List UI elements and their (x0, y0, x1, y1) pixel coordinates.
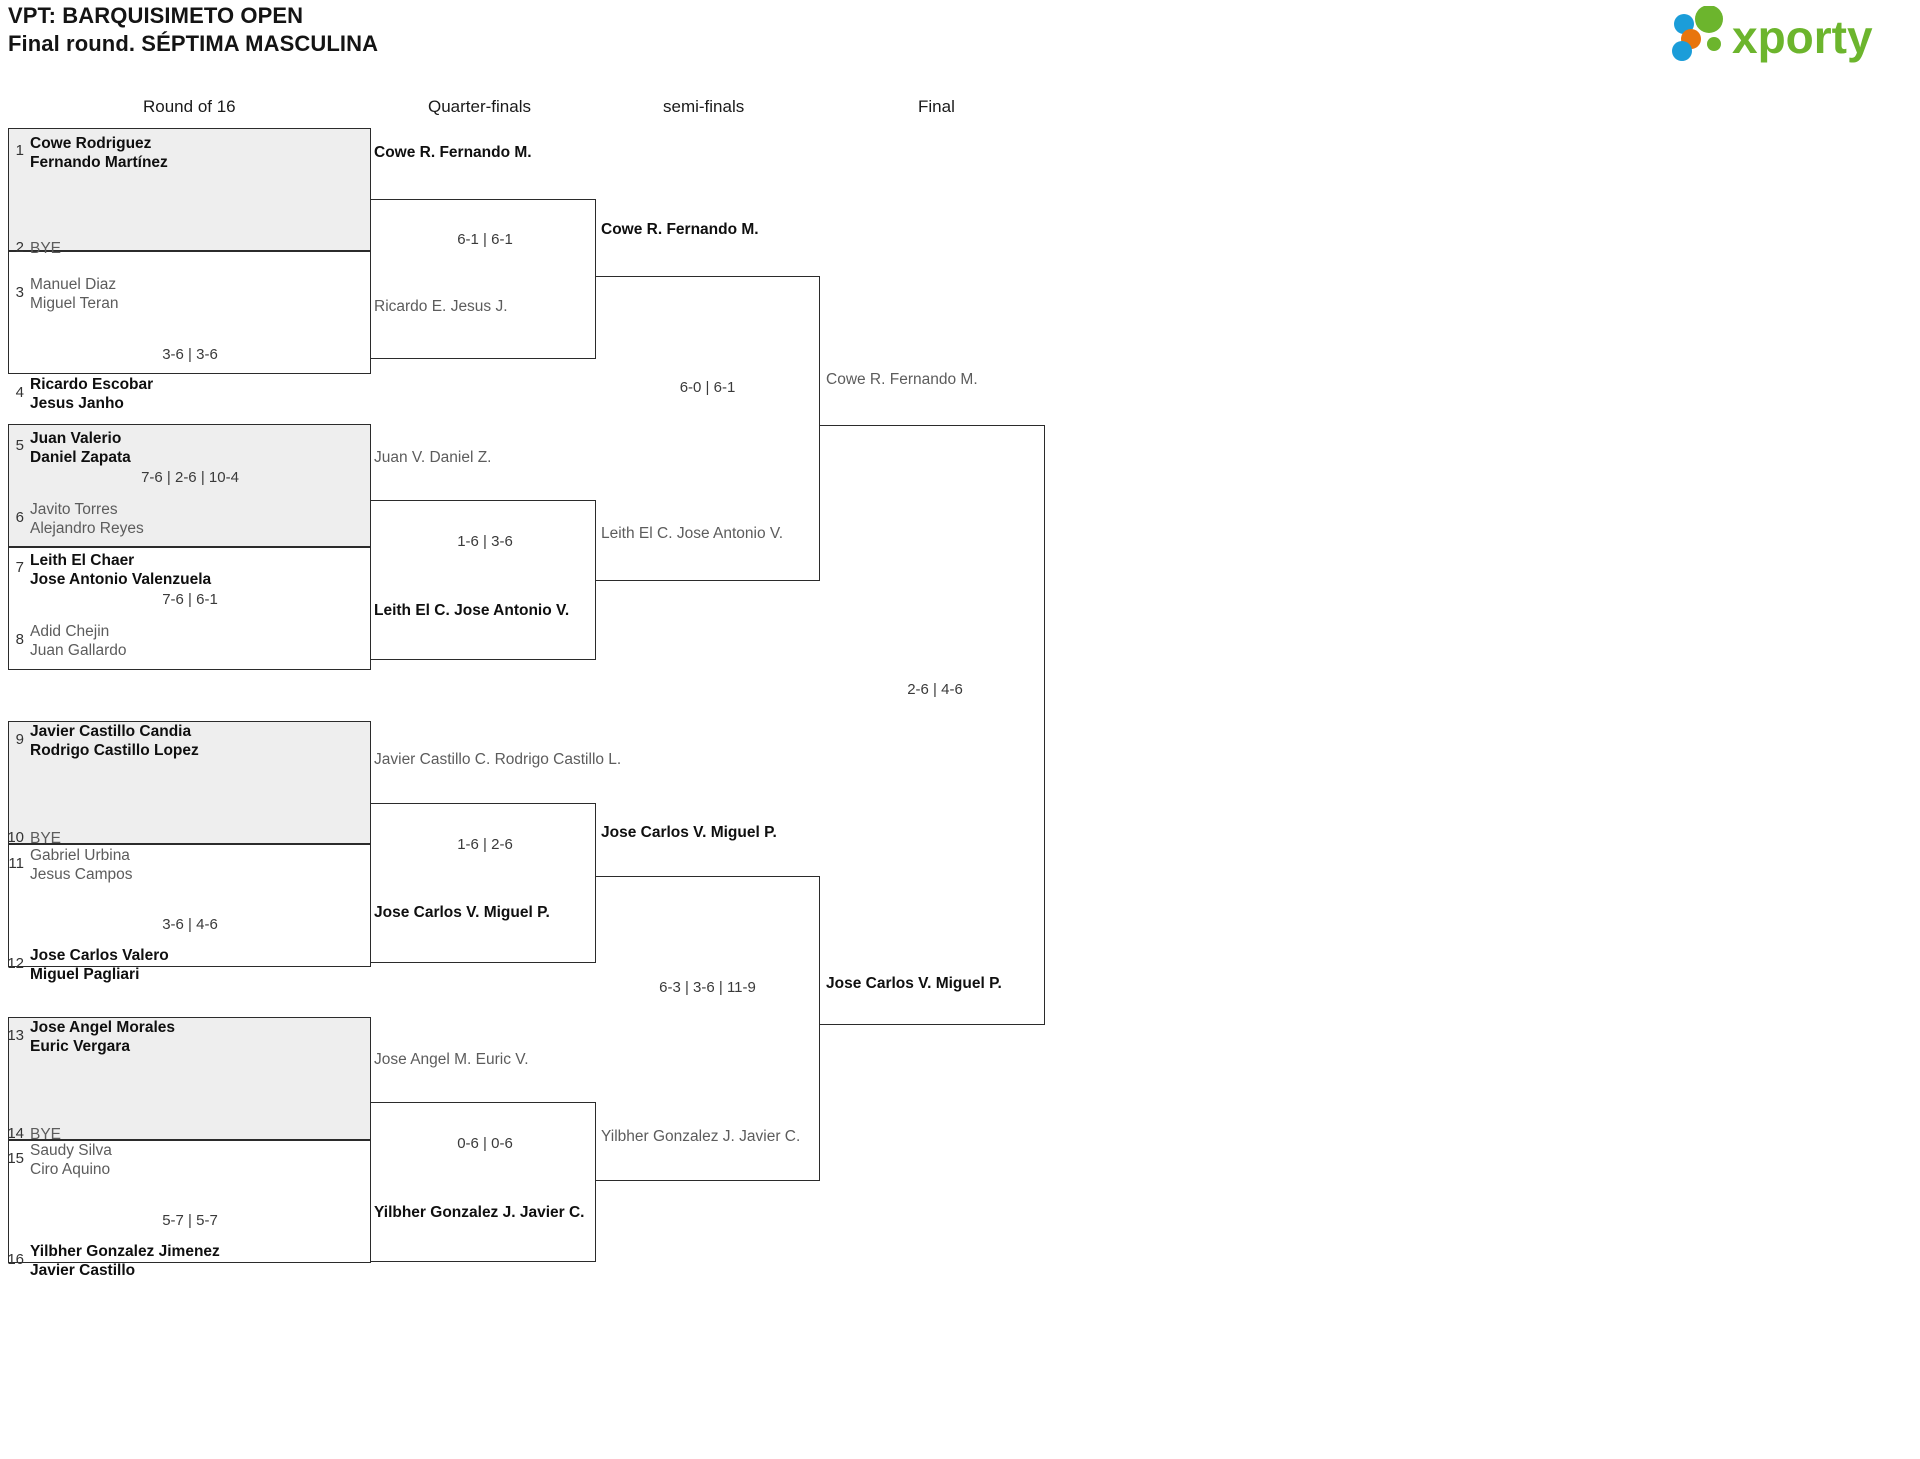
r16-team: Cowe Rodriguez Fernando Martínez (30, 135, 168, 171)
r16-match-box-1[interactable] (8, 128, 371, 251)
r16-seed: 13 (7, 1027, 24, 1044)
qf-connector-4[interactable] (371, 1102, 596, 1262)
r16-score: 3-6 | 4-6 (162, 916, 218, 933)
r16-score: 5-7 | 5-7 (162, 1212, 218, 1229)
r16-bye: BYE (30, 240, 62, 257)
r16-bye: BYE (30, 830, 62, 847)
r16-match-box-3[interactable] (8, 424, 371, 547)
xporty-logo: xporty (1658, 6, 1898, 64)
qf-connector-3[interactable] (371, 803, 596, 963)
sf-team: Yilbher Gonzalez J. Javier C. (601, 1128, 801, 1145)
qf-team: Jose Angel M. Euric V. (374, 1051, 529, 1068)
qf-team: Leith El C. Jose Antonio V. (374, 602, 570, 619)
r16-seed: 7 (15, 559, 24, 576)
round-header-sf: semi-finals (663, 97, 745, 116)
sf-team: Cowe R. Fernando M. (601, 221, 759, 238)
qf-team: Ricardo E. Jesus J. (374, 298, 508, 315)
sf-score: 6-3 | 3-6 | 11-9 (659, 979, 756, 996)
r16-seed: 12 (7, 955, 24, 972)
qf-team: Cowe R. Fernando M. (374, 144, 532, 161)
r16-seed: 5 (15, 437, 24, 454)
r16-team: Leith El Chaer Jose Antonio Valenzuela (30, 552, 212, 588)
r16-match-box-8[interactable] (8, 1140, 371, 1263)
xporty-logo-icon: xporty (1672, 6, 1873, 63)
qf-team: Jose Carlos V. Miguel P. (374, 904, 550, 921)
r16-team: Saudy Silva Ciro Aquino (30, 1142, 112, 1178)
r16-score: 3-6 | 3-6 (162, 346, 218, 363)
final-team: Jose Carlos V. Miguel P. (826, 975, 1002, 992)
r16-seed: 1 (15, 142, 24, 159)
r16-seed: 11 (8, 855, 24, 872)
r16-seed: 8 (15, 631, 24, 648)
final-score: 2-6 | 4-6 (907, 681, 963, 698)
r16-team: Jose Angel Morales Euric Vergara (30, 1019, 176, 1055)
r16-match-box-2[interactable] (8, 251, 371, 374)
r16-score: 7-6 | 2-6 | 10-4 (141, 469, 239, 486)
svg-text:xporty: xporty (1732, 11, 1873, 63)
tournament-name: VPT: BARQUISIMETO OPEN (8, 3, 304, 28)
sf-connector-2[interactable] (595, 876, 820, 1181)
r16-seed: 10 (7, 829, 24, 846)
r16-seed: 9 (15, 731, 24, 748)
r16-team: Manuel Diaz Miguel Teran (30, 276, 119, 312)
r16-match-box-5[interactable] (8, 721, 371, 844)
qf-connector-2[interactable] (371, 500, 596, 660)
tournament-subtitle: Final round. SÉPTIMA MASCULINA (8, 31, 379, 56)
sf-score: 6-0 | 6-1 (679, 379, 736, 396)
qf-connector-1[interactable] (371, 199, 596, 359)
r16-team: Ricardo Escobar Jesus Janho (30, 376, 154, 412)
page-title: VPT: BARQUISIMETO OPEN Final round. SÉPT… (8, 2, 378, 58)
qf-score: 6-1 | 6-1 (457, 231, 513, 248)
r16-score: 7-6 | 6-1 (162, 591, 218, 608)
qf-team: Javier Castillo C. Rodrigo Castillo L. (374, 751, 622, 768)
round-header-r16: Round of 16 (143, 97, 236, 116)
r16-team: Gabriel Urbina Jesus Campos (30, 847, 133, 883)
round-header-final: Final (918, 97, 955, 116)
r16-match-box-7[interactable] (8, 1017, 371, 1140)
r16-match-box-4[interactable] (8, 547, 371, 670)
r16-team: Adid Chejin Juan Gallardo (30, 623, 127, 659)
sf-connector-1[interactable] (595, 276, 820, 581)
r16-seed: 4 (15, 384, 24, 401)
qf-team: Juan V. Daniel Z. (374, 449, 492, 466)
round-header-qf: Quarter-finals (428, 97, 531, 116)
r16-team: Juan Valerio Daniel Zapata (30, 430, 131, 466)
r16-seed: 16 (7, 1251, 24, 1268)
r16-seed: 2 (15, 239, 24, 256)
sf-team: Leith El C. Jose Antonio V. (601, 525, 784, 542)
r16-seed: 3 (15, 284, 24, 301)
qf-score: 0-6 | 0-6 (457, 1135, 513, 1152)
r16-team: Jose Carlos Valero Miguel Pagliari (30, 947, 169, 983)
qf-team: Yilbher Gonzalez J. Javier C. (374, 1204, 585, 1221)
r16-seed: 14 (7, 1125, 24, 1142)
qf-score: 1-6 | 2-6 (457, 836, 513, 853)
r16-team: Javito Torres Alejandro Reyes (30, 501, 144, 537)
r16-match-box-6[interactable] (8, 844, 371, 967)
final-connector[interactable] (820, 425, 1045, 1025)
r16-team: Javier Castillo Candia Rodrigo Castillo … (30, 723, 199, 759)
r16-seed: 6 (15, 509, 24, 526)
qf-score: 1-6 | 3-6 (457, 533, 513, 550)
sf-team: Jose Carlos V. Miguel P. (601, 824, 777, 841)
r16-team: Yilbher Gonzalez Jimenez Javier Castillo (30, 1243, 220, 1279)
r16-seed: 15 (7, 1150, 24, 1167)
r16-bye: BYE (30, 1126, 62, 1143)
final-team: Cowe R. Fernando M. (826, 371, 978, 388)
